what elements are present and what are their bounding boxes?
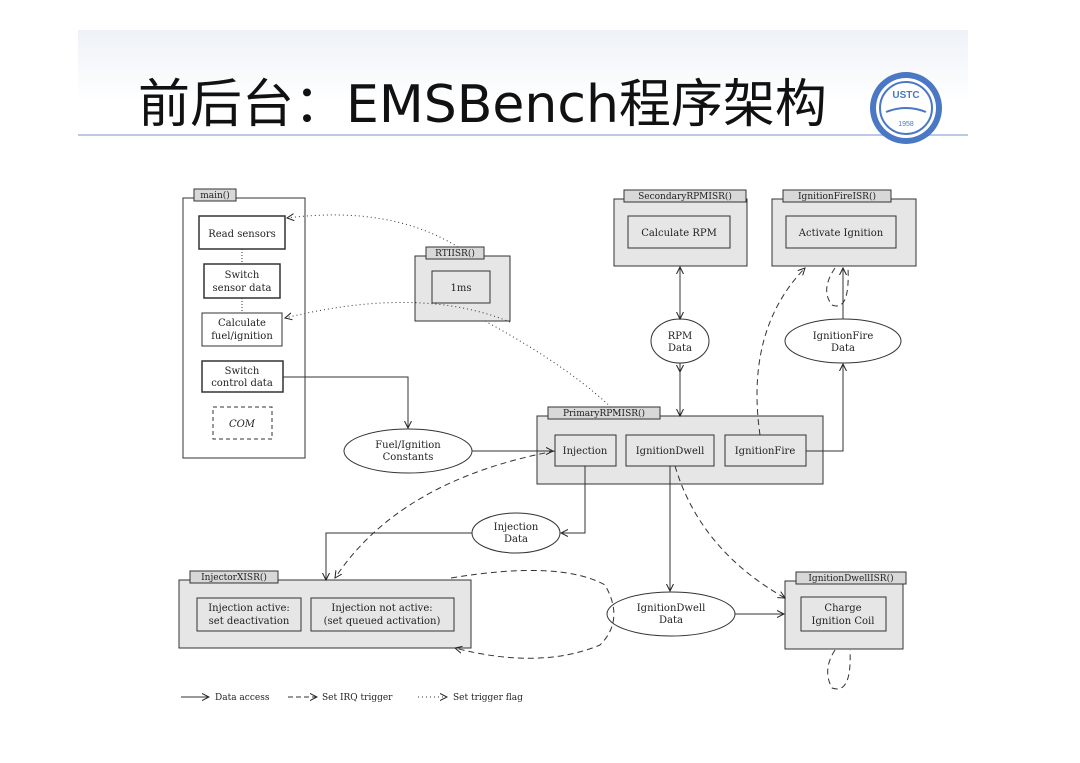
dwell-isr-label: IgnitionDwellISR() [808, 573, 893, 584]
main-label: main() [200, 190, 230, 201]
ignition-fire-box: IgnitionFire [735, 446, 796, 457]
ignfire-data-line2: Data [831, 343, 855, 354]
injection-box: Injection [563, 446, 608, 457]
primary-label: PrimaryRPMISR() [563, 408, 645, 419]
primary-rpm-isr-group: PrimaryRPMISR() Injection IgnitionDwell … [536, 406, 824, 485]
read-sensors-box: Read sensors [208, 229, 276, 240]
legend-flag: Set trigger flag [453, 693, 523, 703]
charge-coil-line1: Charge [824, 603, 861, 614]
rpm-data-line1: RPM [668, 331, 693, 342]
injection-data-ellipse [471, 512, 561, 554]
inj-not-active-line2: (set queued activation) [324, 616, 441, 627]
ignition-dwell-box: IgnitionDwell [636, 446, 705, 457]
slide-title: 前后台：EMSBench程序架构 [138, 75, 827, 135]
injection-data-line2: Data [504, 534, 528, 545]
fuel-constants-ellipse [343, 428, 473, 474]
com-box: COM [229, 419, 256, 430]
title-band [78, 30, 968, 136]
activate-ignition-box: Activate Ignition [798, 228, 884, 239]
switch-control-line1: Switch [225, 366, 260, 377]
injector-label: InjectorXISR() [201, 572, 267, 583]
rtiisr-group: RTIISR() 1ms [414, 246, 511, 322]
legend: Data access Set IRQ trigger Set trigger … [181, 693, 523, 703]
charge-coil-line2: Ignition Coil [812, 616, 875, 627]
switch-control-line2: control data [211, 378, 273, 389]
fuel-constants-line2: Constants [383, 452, 434, 463]
main-group: main() Read sensors Switch sensor data C… [182, 188, 306, 459]
data-access-edges [283, 267, 843, 614]
ignition-fire-isr-group: IgnitionFireISR() Activate Ignition [771, 189, 917, 267]
dwell-data-line1: IgnitionDwell [637, 603, 706, 614]
fuel-constants-line1: Fuel/Ignition [375, 440, 441, 451]
inj-active-line2: set deactivation [209, 616, 290, 627]
calculate-rpm-box: Calculate RPM [641, 228, 717, 239]
ustc-logo-icon: USTC 1958 [870, 72, 942, 144]
logo-bottom-text: 1958 [898, 121, 914, 128]
injector-isr-group: InjectorXISR() Injection active: set dea… [178, 570, 472, 649]
ignfire-isr-label: IgnitionFireISR() [798, 191, 876, 202]
ignfire-data-line1: IgnitionFire [813, 331, 874, 342]
dwell-data-ellipse [606, 591, 736, 637]
rtiisr-label: RTIISR() [435, 248, 475, 259]
legend-irq: Set IRQ trigger [322, 693, 393, 703]
rtiisr-1ms-box: 1ms [451, 283, 472, 294]
secondary-label: SecondaryRPMISR() [638, 191, 732, 202]
ignition-dwell-isr-group: IgnitionDwellISR() Charge Ignition Coil [784, 571, 907, 650]
inj-active-line1: Injection active: [208, 603, 290, 614]
calc-line1: Calculate [218, 318, 266, 329]
calc-line2: fuel/ignition [211, 331, 273, 342]
irq-trigger-edges [335, 268, 851, 690]
secondary-rpm-isr-group: SecondaryRPMISR() Calculate RPM [613, 189, 748, 267]
trigger-flag-edges [285, 215, 621, 417]
legend-data-access: Data access [215, 693, 270, 703]
rpm-data-line2: Data [668, 343, 692, 354]
switch-sensor-line2: sensor data [213, 283, 272, 294]
injection-data-line1: Injection [494, 522, 539, 533]
switch-sensor-line1: Switch [225, 270, 260, 281]
dwell-data-line2: Data [659, 615, 683, 626]
inj-not-active-line1: Injection not active: [331, 603, 432, 614]
logo-top-text: USTC [892, 90, 919, 101]
